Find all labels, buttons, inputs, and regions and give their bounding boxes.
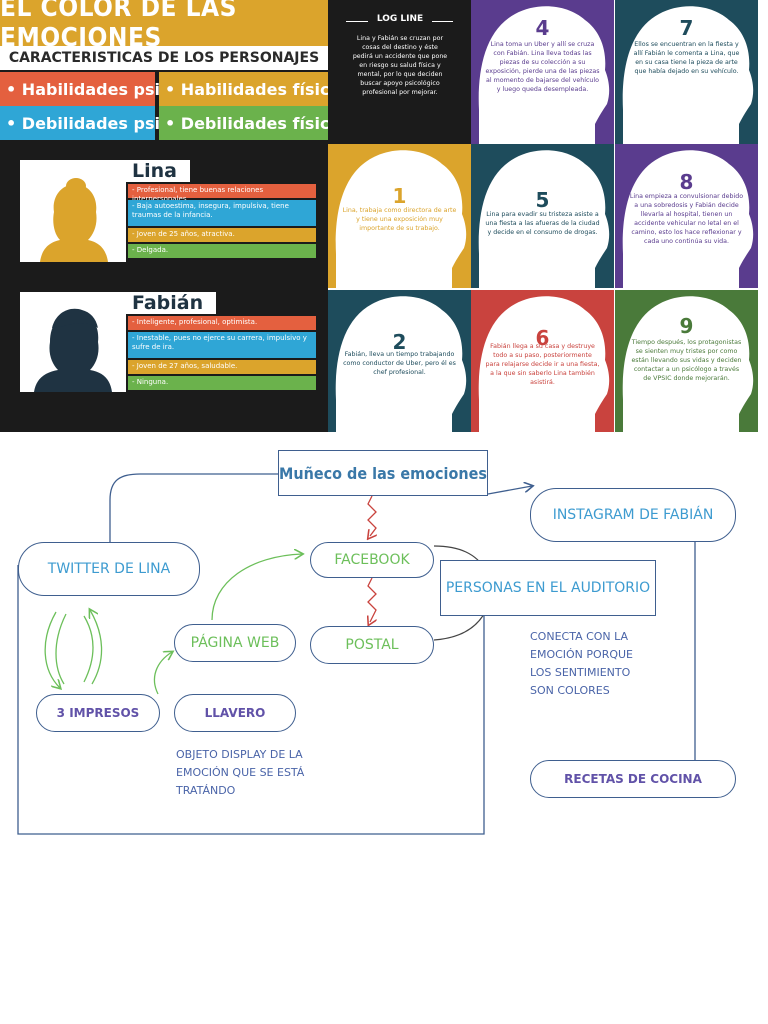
- head-silhouette-icon: [622, 150, 754, 288]
- cycle-arrow-down-2: [55, 613, 67, 685]
- lina-trait-1: - Profesional, tiene buenas relaciones i…: [128, 184, 316, 203]
- node-facebook: FACEBOOK: [310, 542, 434, 578]
- legend-physical-weakness: • Debilidades físicas: [159, 106, 350, 140]
- plot-tile-number: 5: [535, 188, 550, 212]
- fabian-silhouette-icon: [34, 308, 112, 392]
- note-conecta-line-1: CONECTA CON LA: [530, 630, 629, 643]
- node-twitter: TWITTER DE LINA: [18, 542, 200, 596]
- plot-tile-text: Fabián, lleva un tiempo trabajando como …: [343, 351, 456, 376]
- note-conecta: CONECTA CON LA EMOCIÓN PORQUE LOS SENTIM…: [530, 628, 690, 700]
- note-objeto-line-2: EMOCIÓN QUE SE ESTÁ: [176, 766, 305, 779]
- plot-tile-number: 8: [679, 170, 694, 194]
- node-impresos: 3 IMPRESOS: [36, 694, 160, 732]
- node-pagina-web: PÁGINA WEB: [174, 624, 296, 662]
- head-silhouette-icon: [622, 296, 754, 432]
- fabian-trait-2: - Inestable, pues no ejerce su carrera, …: [128, 332, 316, 358]
- lina-silhouette-icon: [40, 178, 108, 262]
- plot-tile-number: 4: [535, 16, 550, 40]
- fabian-portrait: [20, 292, 126, 392]
- frame-line: [17, 565, 485, 835]
- node-llavero: LLAVERO: [174, 694, 296, 732]
- plot-tile-number: 9: [679, 314, 694, 338]
- zigzag-facebook-postal: [368, 577, 376, 622]
- node-auditorio: PERSONAS EN EL AUDITORIO: [440, 560, 656, 616]
- plot-tile-text: Ellos se encuentran en la fiesta y allí …: [633, 41, 740, 75]
- llavero-to-pagina: [153, 652, 172, 695]
- infographic-title: EL COLOR DE LAS EMOCIONES: [0, 0, 328, 53]
- cycle-arrow-up: [90, 610, 103, 685]
- plot-tile-text: Lina, trabaja como directora de arte y t…: [342, 207, 457, 232]
- plot-tile-text: Tiempo después, los protagonistas se sie…: [631, 339, 742, 382]
- pagina-to-facebook: [211, 554, 302, 621]
- legend-psych-skills: • Habilidades psicológicas: [0, 72, 244, 106]
- cycle-arrow-down: [44, 611, 60, 688]
- note-conecta-line-3: LOS SENTIMIENTO: [530, 666, 631, 679]
- lina-trait-2: - Baja autoestima, insegura, impulsiva, …: [128, 200, 316, 226]
- logline-text: Lina y Fabián se cruzan por cosas del de…: [352, 35, 448, 96]
- plot-tile-text: Fabián llega a su casa y destruye todo a…: [485, 343, 600, 386]
- plot-tile-number: 2: [392, 330, 407, 354]
- plot-tile-number: 6: [535, 326, 550, 350]
- logline-title: LOG LINE: [368, 14, 432, 24]
- plot-tile-text: Lina toma un Uber y allí se cruza con Fa…: [485, 41, 600, 93]
- lina-trait-3: - Joven de 25 años, atractiva.: [128, 228, 316, 242]
- plot-tile-text: Lina para evadir su tristeza asiste a un…: [485, 211, 600, 236]
- logline-tile: LOG LINE Lina y Fabián se cruzan por cos…: [328, 0, 471, 144]
- fabian-trait-1: - Inteligente, profesional, optimista.: [128, 316, 316, 330]
- note-objeto-line-3: TRATÁNDO: [176, 784, 236, 797]
- legend-physical-skills: • Habilidades físicas: [159, 72, 350, 106]
- node-instagram: INSTAGRAM DE FABIÁN: [530, 488, 736, 542]
- note-conecta-line-2: EMOCIÓN PORQUE: [530, 648, 634, 661]
- characters-subtitle: CARACTERISTICAS DE LOS PERSONAJES: [0, 46, 328, 70]
- cycle-arrow-up-2: [83, 615, 94, 683]
- head-silhouette-icon: [478, 6, 610, 144]
- lina-trait-4: - Delgada.: [128, 244, 316, 258]
- head-silhouette-icon: [478, 150, 610, 288]
- plot-tile-number: 1: [392, 184, 407, 208]
- fabian-trait-3: - Joven de 27 años, saludable.: [128, 360, 316, 374]
- lina-portrait: [20, 160, 126, 262]
- center-node: Muñeco de las emociones: [278, 450, 488, 496]
- note-conecta-line-4: SON COLORES: [530, 684, 610, 697]
- node-recetas: RECETAS DE COCINA: [530, 760, 736, 798]
- head-silhouette-icon: [622, 6, 754, 144]
- center-to-instagram: [487, 486, 532, 495]
- zigzag-center-facebook: [368, 495, 376, 536]
- note-objeto-line-1: OBJETO DISPLAY DE LA: [176, 748, 303, 761]
- head-silhouette-icon: [335, 150, 467, 288]
- node-postal: POSTAL: [310, 626, 434, 664]
- head-silhouette-icon: [478, 296, 610, 432]
- fabian-name: Fabián: [126, 292, 216, 314]
- legend-psych-weakness: • Debilidades psicológicas: [0, 106, 244, 140]
- twitter-to-center: [109, 473, 278, 542]
- lina-name: Lina: [126, 160, 190, 182]
- head-silhouette-icon: [335, 296, 467, 432]
- fabian-trait-4: - Ninguna.: [128, 376, 316, 390]
- note-objeto: OBJETO DISPLAY DE LA EMOCIÓN QUE SE ESTÁ…: [176, 746, 336, 800]
- plot-tile-text: Lina empieza a convulsionar debido a una…: [629, 193, 744, 245]
- plot-tile-number: 7: [679, 16, 694, 40]
